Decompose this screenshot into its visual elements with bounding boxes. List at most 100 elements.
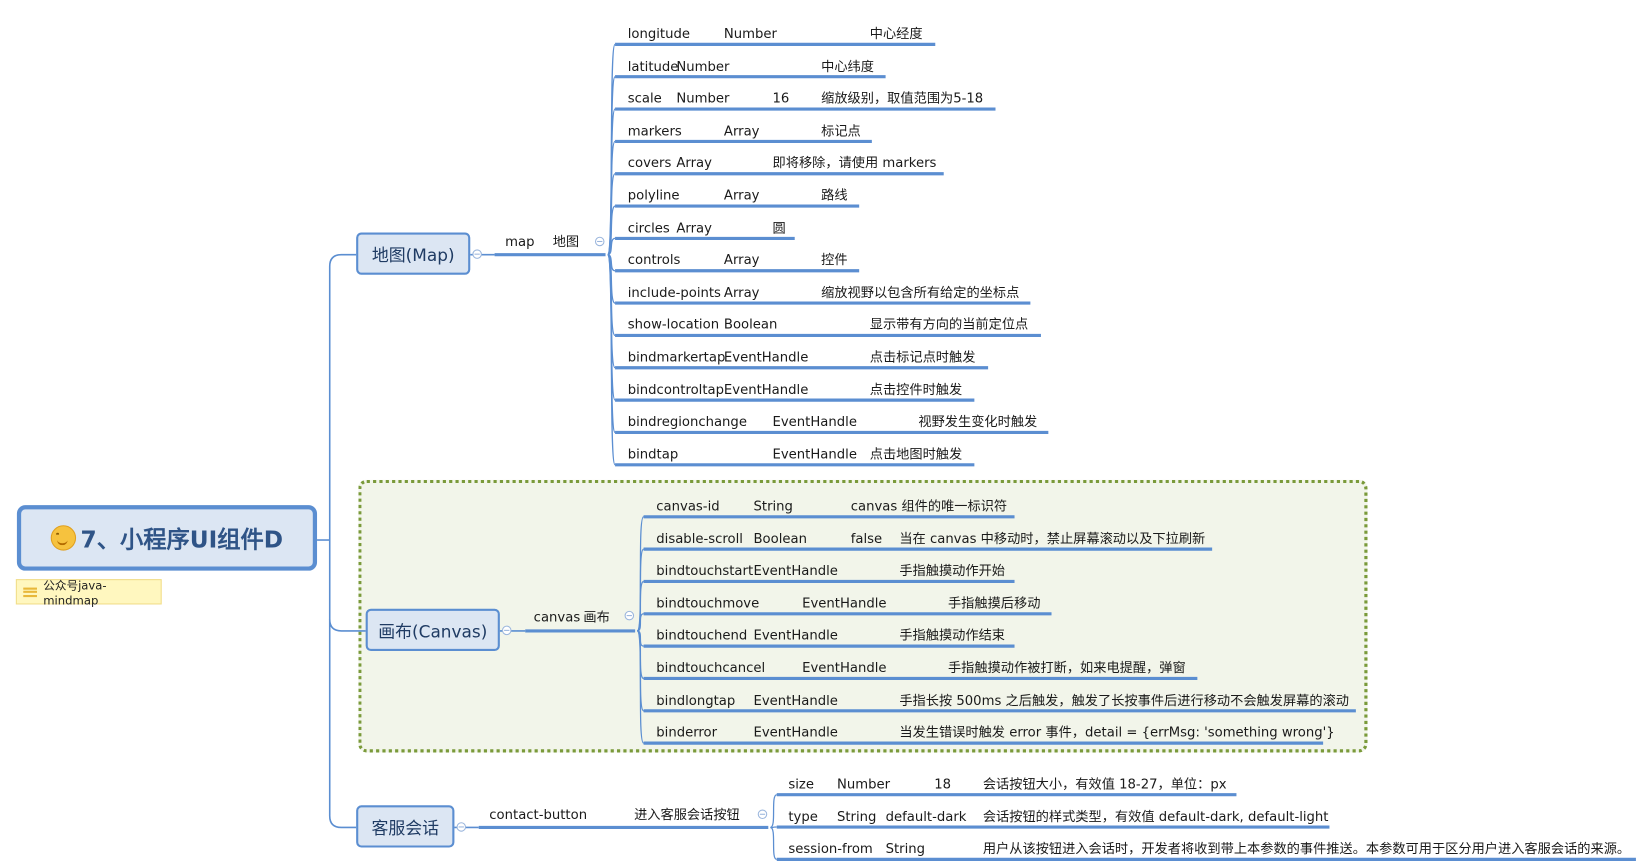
attr-name: size [788,775,815,792]
attr-name: show-location [627,316,720,333]
attr-name: polyline [627,187,680,203]
topic-canvas[interactable]: 画布(Canvas) [365,608,500,651]
attr-name: type [788,808,818,824]
attr-desc: 中心纬度 [821,57,874,74]
attr-name: bindtouchmove [656,594,760,611]
attr-name: bindtap [627,445,679,462]
root-topic[interactable]: 7、小程序UI组件D [16,505,318,571]
collapse-toggle-canvas-sub[interactable] [624,610,635,621]
map-sub-name: map [505,233,535,250]
attr-name: bindtouchend [656,627,748,643]
canvas-item-connector [637,613,644,632]
attr-name: longitude [627,25,690,42]
topic-contact[interactable]: 客服会话 [356,805,455,848]
attr-type: EventHandle [723,381,809,397]
attr-desc: 中心经度 [869,25,923,42]
attr-name: session-from [788,840,873,857]
attr-type: Number [676,57,730,74]
attr-type: Array [723,284,760,300]
attr-desc: 即将移除，请使用 markers [772,154,937,171]
attr-desc: 点击控件时触发 [869,381,963,397]
attr-type: Boolean [723,316,778,333]
canvas-item-connector [636,580,645,632]
attr-name: bindcontroltap [627,381,725,397]
attr-type: Array [676,154,712,171]
map-item-connector [607,254,616,466]
attr-name: include-points [627,284,721,300]
attr-desc: 圆 [772,219,786,236]
attr-default: false [850,530,883,546]
attr-type: EventHandle [772,445,857,462]
attr-name: bindregionchange [627,413,747,430]
note-label[interactable]: 公众号java-mindmap [15,578,162,608]
attr-type: Number [836,775,891,792]
attr-desc: 会话按钮大小，有效值 18-27，单位：px [982,775,1227,792]
collapse-toggle-contact[interactable] [456,822,467,832]
map-item-connector [607,205,616,256]
attr-desc: 路线 [821,187,848,203]
attr-type: String [885,840,926,857]
attr-desc: 显示带有方向的当前定位点 [869,316,1029,333]
attr-desc: canvas 组件的唯一标识符 [850,497,1008,514]
attr-type: EventHandle [753,627,838,643]
attr-type: Number [676,90,730,106]
attr-type: EventHandle [772,413,857,430]
attr-type: EventHandle [802,594,887,611]
attr-desc: 手指触摸动作开始 [899,562,1006,579]
attr-type: EventHandle [723,348,809,365]
attr-desc: 当发生错误时触发 error 事件，detail = {errMsg: 'som… [899,724,1335,740]
attr-desc: 手指长按 500ms 之后触发，触发了长按事件后进行移动不会触发屏幕的滚动 [899,691,1350,708]
collapse-toggle-contact-sub[interactable] [757,809,768,820]
attr-desc: 手指触摸后移动 [947,594,1041,611]
attr-name: binderror [656,724,718,740]
attr-name: disable-scroll [656,530,743,546]
attr-desc: 缩放视野以包含所有给定的坐标点 [821,284,1020,300]
attr-desc: 点击地图时触发 [869,445,963,462]
branch-line-contact [328,619,357,829]
map-item-connector [607,237,616,256]
root-title: 7、小程序UI组件D [80,527,284,554]
attr-name: bindtouchstart [656,562,754,579]
topic-canvas-label: 画布(Canvas) [378,621,488,642]
attr-desc: 标记点 [821,122,861,139]
collapse-toggle-map[interactable] [472,249,482,259]
attr-type: Array [723,187,760,203]
attr-name: bindmarkertap [627,348,726,365]
attr-type: Boolean [753,530,807,546]
attr-default: 16 [772,90,790,106]
attr-desc: 会话按钮的样式类型，有效值 default-dark, default-ligh… [982,808,1329,824]
contact-sub-name: contact-button [489,806,588,823]
branch-line-map [328,253,357,541]
attr-name: bindlongtap [656,691,736,708]
attr-name: covers [627,154,672,171]
attr-type: Number [723,25,777,42]
attr-desc: 缩放级别，取值范围为5-18 [821,90,984,106]
attr-name: canvas-id [656,497,720,514]
smile-icon [50,525,77,551]
contact-item-connector [769,794,778,829]
map-sub-desc: 地图 [552,233,580,250]
attr-type: EventHandle [753,691,838,708]
attr-type: String [836,808,877,824]
attr-desc: 控件 [821,251,848,268]
collapse-toggle-canvas[interactable] [501,625,512,636]
attr-type: String [753,497,793,514]
canvas-boundary [358,479,1368,753]
attr-name: bindtouchcancel [656,659,766,676]
attr-type: Array [723,251,760,268]
attr-name: latitude [627,57,679,74]
note-text: 公众号java-mindmap [43,578,107,608]
attr-name: scale [627,90,662,106]
contact-sub-desc: 进入客服会话按钮 [634,806,740,823]
canvas-item-connector [636,630,645,744]
collapse-toggle-map-sub[interactable] [594,236,605,247]
topic-map[interactable]: 地图(Map) [356,232,471,275]
attr-type: Array [723,122,760,139]
attr-desc: 用户从该按钮进入会话时，开发者将收到带上本参数的事件推送。本参数可用于区分用户进… [982,840,1631,857]
attr-type: EventHandle [753,724,838,740]
attr-default: default-dark [885,808,967,824]
attr-type: Array [676,219,712,236]
attr-default: 18 [934,775,952,792]
